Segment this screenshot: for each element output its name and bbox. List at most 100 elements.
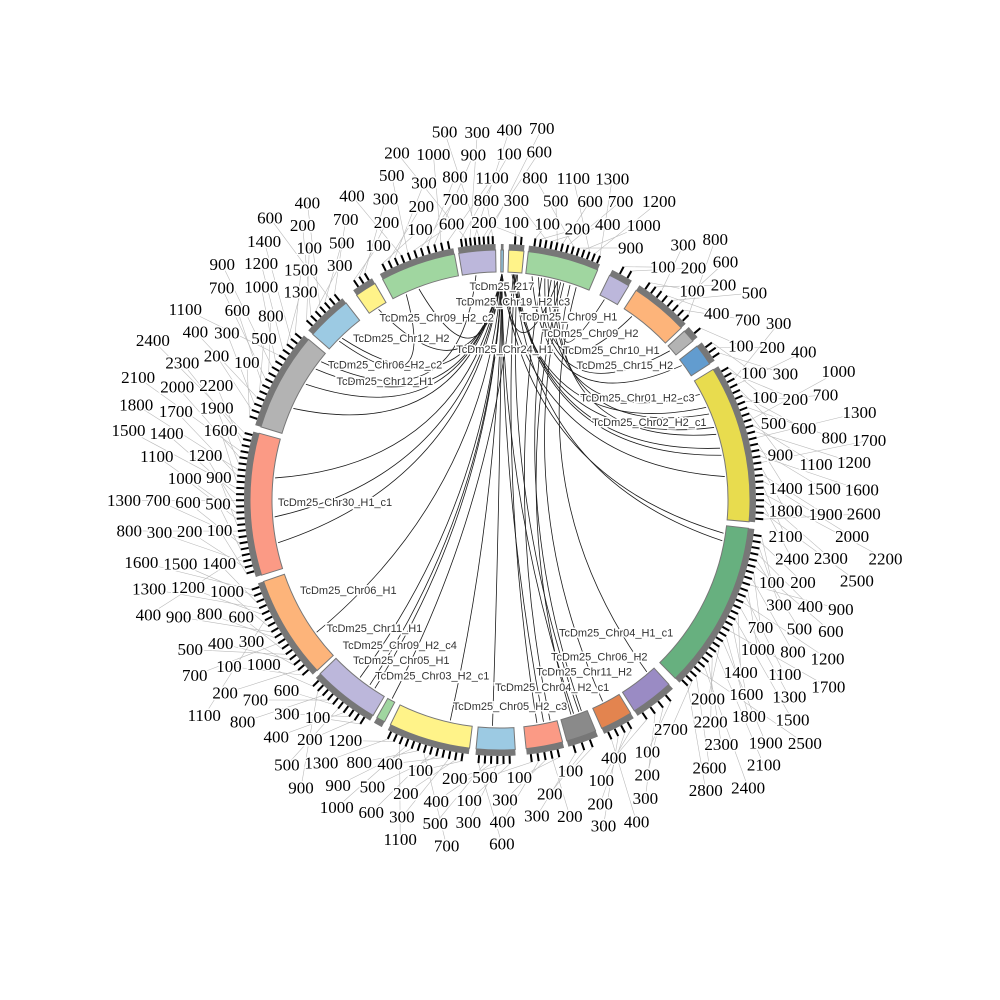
tick-mark xyxy=(572,744,577,754)
tick-label: 1000 xyxy=(741,640,775,659)
tick-mark xyxy=(701,656,710,663)
segment-block[interactable] xyxy=(678,345,711,377)
segment-TcDm25_Chr02_H2_c1[interactable] xyxy=(693,366,765,523)
segment-block[interactable] xyxy=(312,302,361,350)
segment-block[interactable] xyxy=(262,573,334,672)
synteny-link xyxy=(369,273,503,686)
tick-label: 2500 xyxy=(788,734,822,753)
tick-leader-line xyxy=(611,739,637,823)
tick-leader-line xyxy=(149,588,260,609)
tick-mark xyxy=(433,244,438,253)
tick-leader-line xyxy=(562,201,591,244)
tick-label: 1200 xyxy=(837,453,871,472)
tick-label: 400 xyxy=(791,342,817,361)
tick-mark xyxy=(554,242,559,251)
tick-leader-line xyxy=(136,404,238,470)
tick-mark xyxy=(459,238,464,247)
segment-TcDm25_Chr10_H1[interactable] xyxy=(623,282,690,344)
tick-mark xyxy=(393,257,399,266)
segment-TcDm25_Chr12_H2[interactable] xyxy=(353,272,387,314)
tick-label: 100 xyxy=(679,281,705,300)
segment-TcDm25_Chr03_H2_c1[interactable] xyxy=(475,726,516,764)
tick-leader-line xyxy=(396,152,466,239)
tick-mark xyxy=(544,239,548,249)
segment-block[interactable] xyxy=(693,368,751,523)
tick-label: 1300 xyxy=(304,754,338,773)
segment-TcDm25_Chr04_H1_c1[interactable] xyxy=(659,525,762,687)
segment-block[interactable] xyxy=(389,704,473,749)
segment-TcDm25_Chr24_H1[interactable] xyxy=(457,236,497,276)
segment-TcDm25_Chr09_H1[interactable] xyxy=(525,238,601,291)
chromosome-label: TcDm25_Chr06_H1 xyxy=(300,585,397,597)
tick-mark xyxy=(478,236,481,245)
segment-block[interactable] xyxy=(623,289,683,344)
tick-leader-line xyxy=(336,746,406,808)
segment-TcDm25_Chr05_H1[interactable] xyxy=(386,704,473,762)
segment-TcDm25_Chr09_H2_c2[interactable] xyxy=(305,293,361,350)
segment-block[interactable] xyxy=(667,330,694,356)
segment-block[interactable] xyxy=(621,667,670,712)
tick-label: 300 xyxy=(773,364,799,383)
segment-TcDm25_Chr11_H2[interactable] xyxy=(560,709,598,754)
segment-TcDm25_Chr15_H2[interactable] xyxy=(667,327,702,356)
tick-mark xyxy=(244,432,253,437)
tick-label: 300 xyxy=(373,190,399,209)
tick-mark xyxy=(753,534,762,538)
segment-block[interactable] xyxy=(523,720,564,750)
tick-mark xyxy=(271,366,280,372)
segments-layer xyxy=(235,236,765,764)
segment-block[interactable] xyxy=(260,338,327,434)
chromosome-label: TcDm25_217 xyxy=(469,281,534,293)
segment-block[interactable] xyxy=(507,249,525,274)
tick-label: 1300 xyxy=(843,403,877,422)
tick-label: 600 xyxy=(175,493,201,512)
tick-leader-line xyxy=(761,536,773,583)
segment-TcDm25_Chr09_H2[interactable] xyxy=(599,266,633,306)
segment-block[interactable] xyxy=(249,432,284,576)
segment-TcDm25_Chr05_H2_c3[interactable] xyxy=(592,693,634,740)
tick-label: 600 xyxy=(359,803,385,822)
segment-block[interactable] xyxy=(592,693,632,730)
tick-leader-line xyxy=(251,641,295,666)
segment-block[interactable] xyxy=(599,274,630,306)
tick-leader-line xyxy=(294,270,302,334)
segment-TcDm25_Chr06_H1[interactable] xyxy=(251,573,334,676)
segment-TcDm25_Chr11_H1[interactable] xyxy=(312,657,385,725)
synteny-link xyxy=(321,275,477,382)
segment-TcDm25_Chr06_H2[interactable] xyxy=(523,720,565,763)
tick-leader-line xyxy=(731,372,796,400)
tick-label: 700 xyxy=(608,192,634,211)
segment-TcDm25_Chr12_H1[interactable] xyxy=(379,241,460,300)
tick-label: 500 xyxy=(205,494,231,513)
tick-leader-line xyxy=(246,362,250,417)
segment-TcDm25_Chr04_H2_c1[interactable] xyxy=(621,667,673,720)
tick-mark xyxy=(286,343,294,350)
segment-TcDm25_Chr09_H2_c4[interactable] xyxy=(373,697,396,728)
segment-block[interactable] xyxy=(475,726,516,751)
tick-leader-line xyxy=(405,759,456,794)
segment-TcDm25_Chr19_H2_c3[interactable] xyxy=(507,236,525,274)
tick-mark xyxy=(741,412,750,417)
tick-label: 100 xyxy=(650,258,676,277)
segment-block[interactable] xyxy=(458,249,497,276)
segment-block[interactable] xyxy=(500,249,504,273)
segment-TcDm25_Chr30_H1_c1[interactable] xyxy=(235,431,284,577)
chromosome-label: TcDm25_Chr06_H2_c2 xyxy=(328,359,442,371)
tick-leader-line xyxy=(737,614,742,673)
segment-TcDm25_Chr06_H2_c2[interactable] xyxy=(249,332,327,434)
segment-block[interactable] xyxy=(560,709,597,742)
tick-label: 300 xyxy=(671,236,697,255)
tick-mark xyxy=(270,627,279,633)
tick-label: 1100 xyxy=(799,455,832,474)
segment-block[interactable] xyxy=(319,657,385,717)
segment-TcDm25_Chr01_H2_c3[interactable] xyxy=(678,341,720,377)
tick-leader-line xyxy=(763,513,864,520)
segment-TcDm25_217[interactable] xyxy=(500,244,504,273)
segment-block[interactable] xyxy=(659,525,749,680)
segment-block[interactable] xyxy=(376,697,396,723)
tick-mark xyxy=(363,272,370,281)
segment-block[interactable] xyxy=(355,282,387,314)
tick-mark xyxy=(410,740,416,750)
tick-leader-line xyxy=(536,752,576,817)
tick-mark xyxy=(446,241,451,250)
